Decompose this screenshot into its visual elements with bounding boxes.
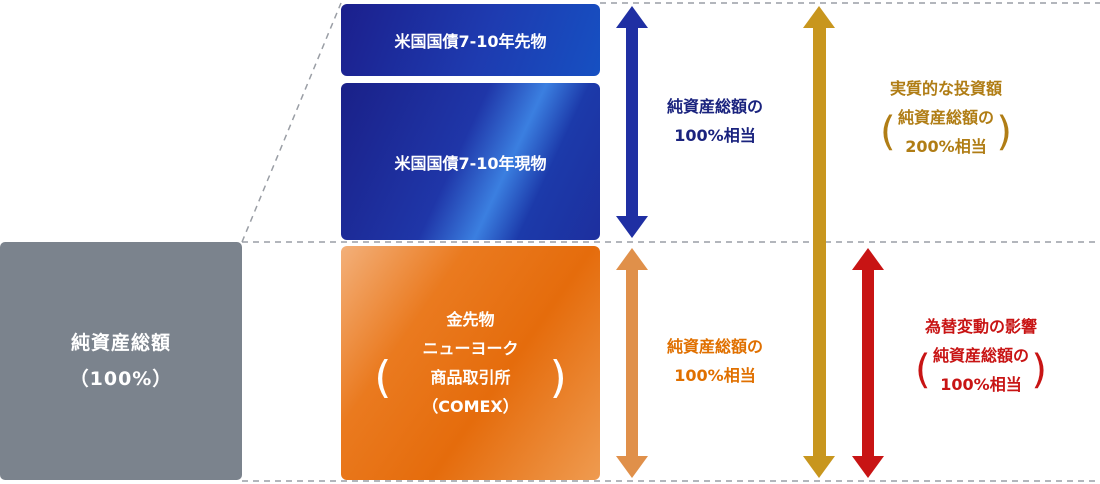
bond-share-label: 純資産総額の 100%相当 [640,92,790,150]
fx-impact-line2: 100%相当 [940,375,1022,394]
gold-exchange-group: ( ニューヨーク 商品取引所 （COMEX） ) [374,334,567,421]
fx-impact-title: 為替変動の影響 [924,317,1037,336]
bond-futures-box: 米国国債7-10年先物 [341,4,600,76]
real-investment-close-paren: ) [996,109,1012,155]
real-investment-open-paren: ( [879,109,896,155]
gold-arrow [616,248,648,478]
fx-impact-label: 為替変動の影響 ( 純資産総額の 100%相当 ) [886,312,1076,399]
gold-exchange-line3: （COMEX） [422,397,519,416]
bond-cash-box: 米国国債7-10年現物 [341,83,600,240]
gold-exchange-line2: 商品取引所 [430,368,511,387]
real-investment-arrow [803,6,835,478]
fx-impact-detail: ( 純資産総額の 100%相当 ) [915,341,1047,399]
gold-share-label: 純資産総額の 100%相当 [640,332,790,390]
bond-arrow [616,6,648,238]
real-investment-line2: 200%相当 [905,137,987,156]
gold-share-line1: 純資産総額の [666,337,763,356]
real-investment-line1: 純資産総額の [897,108,994,127]
gold-futures-box: 金先物 ( ニューヨーク 商品取引所 （COMEX） ) [341,246,600,480]
gold-open-paren: ( [374,352,392,403]
bond-share-line1: 純資産総額の [666,97,763,116]
gold-share-line2: 100%相当 [674,366,756,385]
bond-cash-label: 米国国債7-10年現物 [394,153,547,173]
real-investment-label: 実質的な投資額 ( 純資産総額の 200%相当 ) [856,74,1036,161]
net-assets-box: 純資産総額 （100%） [0,242,242,480]
gold-close-paren: ) [549,352,567,403]
fx-impact-open-paren: ( [914,347,931,393]
fx-impact-line1: 純資産総額の [932,346,1029,365]
bond-share-line2: 100%相当 [674,126,756,145]
bond-futures-label: 米国国債7-10年先物 [394,32,547,51]
fx-impact-close-paren: ) [1031,347,1047,393]
net-assets-percent: （100%） [69,368,173,390]
real-investment-title: 実質的な投資額 [889,79,1002,98]
guide-diagonal-line [241,2,342,243]
gold-exchange-line1: ニューヨーク [422,339,519,358]
gold-futures-title: 金先物 [446,310,495,329]
fx-arrow [852,248,884,478]
net-assets-title: 純資産総額 [70,332,171,354]
real-investment-detail: ( 純資産総額の 200%相当 ) [880,103,1012,161]
